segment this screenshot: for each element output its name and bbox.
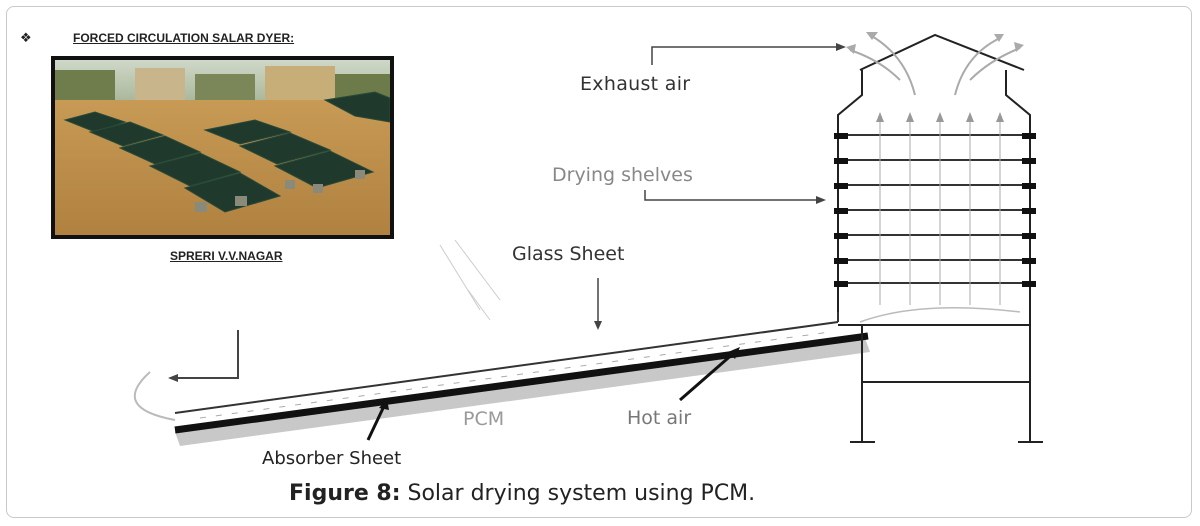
absorber-sheet-label: Absorber Sheet <box>262 448 402 469</box>
glass-sheet <box>174 321 839 414</box>
absorber-pointer-icon <box>379 399 389 410</box>
drying-shelves-label: Drying shelves <box>552 164 693 186</box>
inlet-air-curve <box>133 371 176 421</box>
pcm-label: PCM <box>463 408 505 430</box>
solar-panels-photo <box>51 56 394 239</box>
figure-title: Solar drying system using PCM. <box>400 481 756 506</box>
glass-pointer-icon <box>594 321 602 330</box>
drying-shelves <box>834 112 1036 305</box>
figure-number: Figure 8: <box>289 481 401 506</box>
drying-cabinet <box>837 33 1031 326</box>
cabinet-stand <box>850 325 1043 443</box>
hot-air-label: Hot air <box>627 407 692 429</box>
exhaust-airflow <box>849 34 1021 96</box>
collector-shadow <box>175 338 870 446</box>
shelves-arrow-icon <box>816 196 826 204</box>
bullet-icon: ❖ <box>20 31 32 46</box>
absorber-sheet <box>174 332 869 434</box>
figure-caption: Figure 8: Solar drying system using PCM. <box>289 481 755 506</box>
figure-frame <box>6 6 1192 518</box>
section-heading: FORCED CIRCULATION SALAR DYER: <box>73 31 295 45</box>
photo-caption: SPRERI V.V.NAGAR <box>170 249 283 263</box>
inlet-arrow-icon <box>168 374 178 382</box>
hot-air-pointer-icon <box>728 347 740 359</box>
exhaust-arrow-icon <box>836 43 846 51</box>
glass-sheet-label: Glass Sheet <box>512 243 625 265</box>
exhaust-air-label: Exhaust air <box>580 73 691 95</box>
